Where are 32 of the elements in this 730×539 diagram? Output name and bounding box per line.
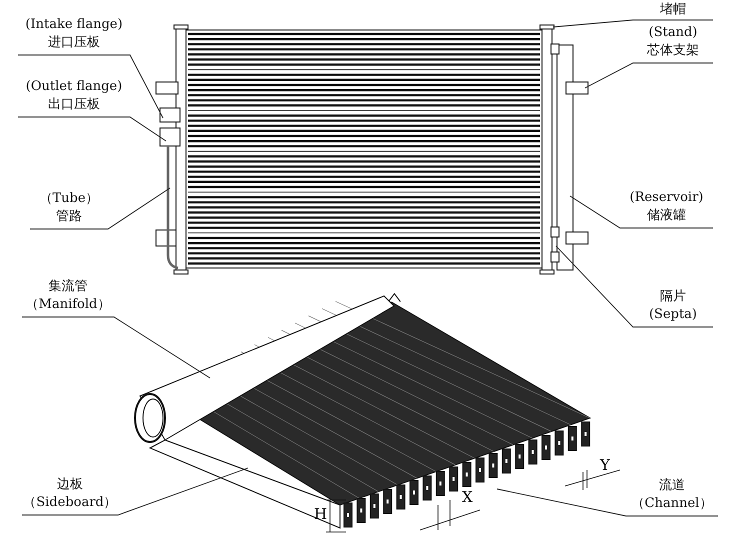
part-name: （Tube） bbox=[38, 190, 100, 208]
part-name: 隔片 bbox=[659, 288, 687, 306]
part-name: (Reservoir) bbox=[628, 189, 704, 207]
part-name: 管路 bbox=[55, 208, 83, 226]
part-name: 边板 bbox=[56, 476, 84, 494]
part-name: 集流管 bbox=[48, 278, 88, 296]
part-name: 进口压板 bbox=[47, 34, 101, 52]
part-name: 出口压板 bbox=[47, 96, 101, 114]
leader-line bbox=[18, 54, 164, 118]
part-name: 芯体支架 bbox=[646, 42, 700, 60]
leader-line bbox=[552, 20, 714, 28]
part-name: （Manifold） bbox=[24, 296, 112, 314]
dimension-label: H bbox=[314, 505, 328, 523]
leader-line bbox=[556, 246, 714, 328]
leader-line bbox=[496, 488, 718, 516]
part-name: (Stand) bbox=[648, 24, 698, 42]
dimension-label: X bbox=[462, 488, 473, 506]
leader-line bbox=[584, 62, 714, 88]
dimension-label: Y bbox=[600, 456, 610, 474]
part-name: (Outlet flange) bbox=[24, 78, 124, 96]
part-name: （Channel） bbox=[630, 495, 714, 513]
leader-line bbox=[22, 468, 248, 516]
part-name: 堵帽 bbox=[659, 1, 687, 19]
part-name: 储液罐 bbox=[646, 207, 687, 225]
leader-line bbox=[22, 316, 210, 378]
part-name: (Intake flange) bbox=[24, 16, 124, 34]
leader-line bbox=[30, 188, 170, 230]
leader-line bbox=[18, 116, 166, 142]
leader-line bbox=[570, 196, 714, 228]
part-name: （Sideboard） bbox=[22, 494, 118, 512]
part-name: (Septa) bbox=[648, 306, 698, 324]
part-name: 流道 bbox=[658, 477, 686, 495]
